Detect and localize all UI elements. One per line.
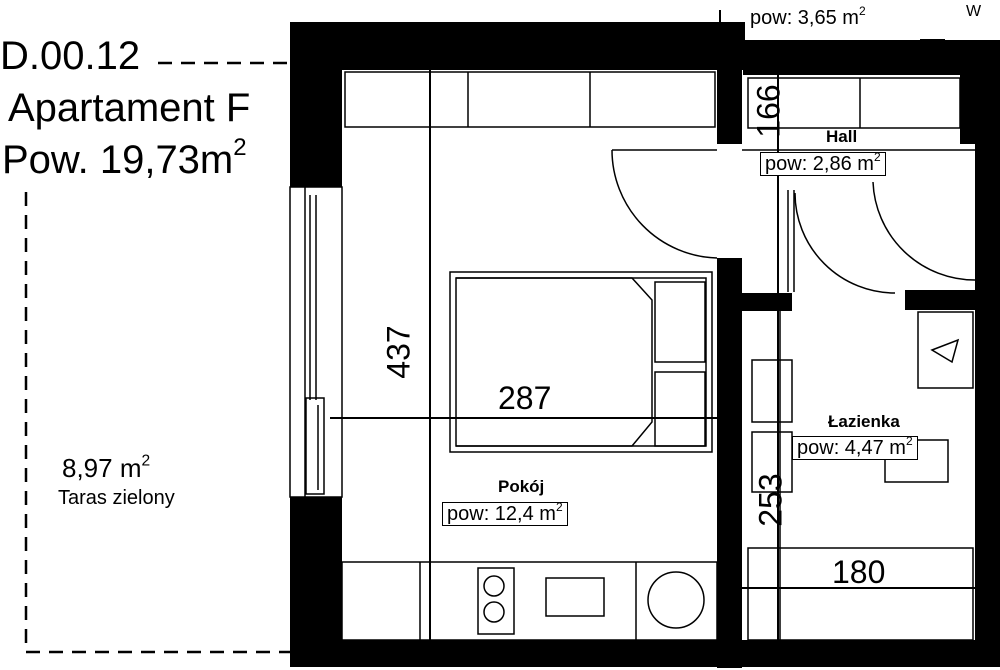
- top-right-area-sup: 2: [858, 4, 866, 18]
- apartment-code: D.00.12: [0, 34, 141, 78]
- bath-width-dimension: 180: [832, 554, 886, 590]
- top-right-area-text: pow: 3,65 m: [750, 7, 859, 29]
- room-area: pow: 12,4 m2: [442, 500, 568, 526]
- bed: [449, 271, 713, 453]
- hall-area: pow: 2,86 m2: [760, 150, 886, 176]
- top-right-area: pow: 3,65 m2: [750, 5, 866, 29]
- terrace-label: Taras zielony: [58, 487, 175, 509]
- room-name: Pokój: [498, 477, 545, 496]
- room-width-dimension: 287: [498, 380, 552, 416]
- terrace-area: 8,97 m2: [62, 452, 151, 483]
- top-right-marker: W: [966, 3, 982, 20]
- hall-area-text: pow: 2,86 m: [765, 153, 874, 175]
- terrace-area-text: 8,97 m: [62, 453, 142, 483]
- apartment-area-sup: 2: [233, 134, 247, 161]
- bathroom-fixtures: [747, 310, 974, 641]
- hall-height-dimension: 166: [750, 84, 787, 138]
- bathroom-area: pow: 4,47 m2: [792, 434, 918, 460]
- bathroom-name: Łazienka: [828, 412, 900, 431]
- apartment-area-text: Pow. 19,73m: [2, 138, 234, 182]
- room-height-dimension: 437: [380, 325, 417, 379]
- terrace-outline: [24, 61, 290, 654]
- wardrobe: [344, 71, 961, 129]
- apartment-area: Pow. 19,73m2: [2, 136, 247, 182]
- walls: [290, 22, 1000, 668]
- room-area-sup: 2: [555, 500, 563, 514]
- bathroom-area-sup: 2: [905, 434, 913, 448]
- doors: [611, 149, 976, 294]
- kitchenette: [341, 561, 718, 641]
- bathroom-area-text: pow: 4,47 m: [797, 437, 906, 459]
- terrace-area-sup: 2: [141, 452, 151, 470]
- apartment-name: Apartament F: [8, 86, 251, 130]
- room-area-text: pow: 12,4 m: [447, 503, 556, 525]
- bath-height-dimension: 253: [752, 473, 789, 527]
- hall-area-sup: 2: [873, 150, 881, 164]
- window-left: [289, 186, 343, 498]
- hall-name: Hall: [826, 127, 858, 146]
